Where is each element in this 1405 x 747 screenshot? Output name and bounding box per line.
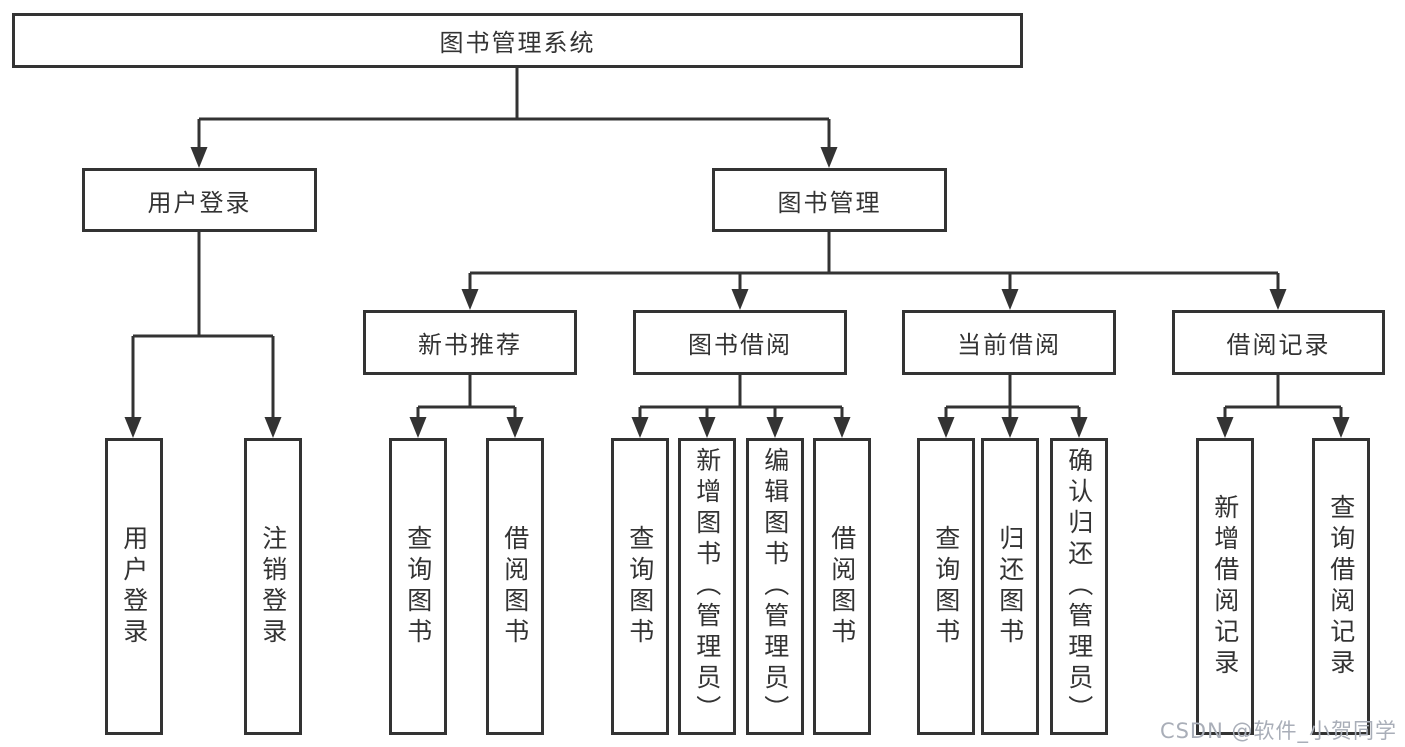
root-node-library-system: 图书管理系统 [12,13,1023,68]
leaf-label: 归还图书 [995,524,1025,649]
leaf-current-confirm-return-admin: 确认归还（管理员） [1050,438,1108,735]
leaf-label: 查询图书 [931,524,961,649]
leaf-label: 确认归还（管理员） [1064,447,1094,726]
connector-current-to-leaves [937,375,1088,438]
branch-node-label: 图书管理 [777,188,882,217]
leaf-borrow-query-books: 查询图书 [611,438,669,735]
leaf-records-query-borrow-record: 查询借阅记录 [1312,438,1370,735]
group-node-label: 当前借阅 [957,331,1061,359]
connector-borrow-to-leaves [631,375,851,438]
leaf-user-login: 用户登录 [105,438,163,735]
leaf-recommend-query-books: 查询图书 [389,438,447,735]
leaf-label: 新增借阅记录 [1210,493,1240,680]
leaf-label: 查询借阅记录 [1326,493,1356,680]
leaf-label: 注销登录 [258,524,288,649]
leaf-label: 用户登录 [119,524,149,649]
csdn-watermark: CSDN @软件_小贺同学 [1159,719,1397,743]
group-node-label: 借阅记录 [1226,331,1331,359]
leaf-records-add-borrow-record: 新增借阅记录 [1196,438,1254,735]
group-node-current-borrow: 当前借阅 [902,310,1116,375]
group-node-borrow-records: 借阅记录 [1172,310,1385,375]
leaf-recommend-borrow-books: 借阅图书 [486,438,544,735]
group-node-book-borrow: 图书借阅 [633,310,847,375]
connector-records-to-leaves [1216,375,1350,438]
leaf-label: 新增图书（管理员） [692,447,722,726]
leaf-label: 借阅图书 [500,524,530,649]
connector-recommend-to-leaves [409,375,524,438]
leaf-label: 查询图书 [625,524,655,649]
leaf-borrow-add-book-admin: 新增图书（管理员） [678,438,736,735]
leaf-borrow-edit-book-admin: 编辑图书（管理员） [746,438,804,735]
leaf-current-return-books: 归还图书 [981,438,1039,735]
group-node-new-book-recommend: 新书推荐 [363,310,577,375]
branch-node-book-management: 图书管理 [712,168,947,232]
leaf-label: 借阅图书 [827,524,857,649]
leaf-label: 编辑图书（管理员） [760,447,790,726]
leaf-label: 查询图书 [403,524,433,649]
leaf-current-query-books: 查询图书 [917,438,975,735]
connector-book-management-to-groups [461,232,1287,310]
group-node-label: 图书借阅 [688,331,792,359]
branch-node-label: 用户登录 [147,188,252,217]
branch-node-user-login: 用户登录 [82,168,317,232]
group-node-label: 新书推荐 [418,331,522,359]
root-node-label: 图书管理系统 [439,29,596,57]
leaf-logout: 注销登录 [244,438,302,735]
connector-root-to-branches [190,68,838,168]
leaf-borrow-borrow-books: 借阅图书 [813,438,871,735]
connector-user-login-to-leaves [124,232,282,438]
